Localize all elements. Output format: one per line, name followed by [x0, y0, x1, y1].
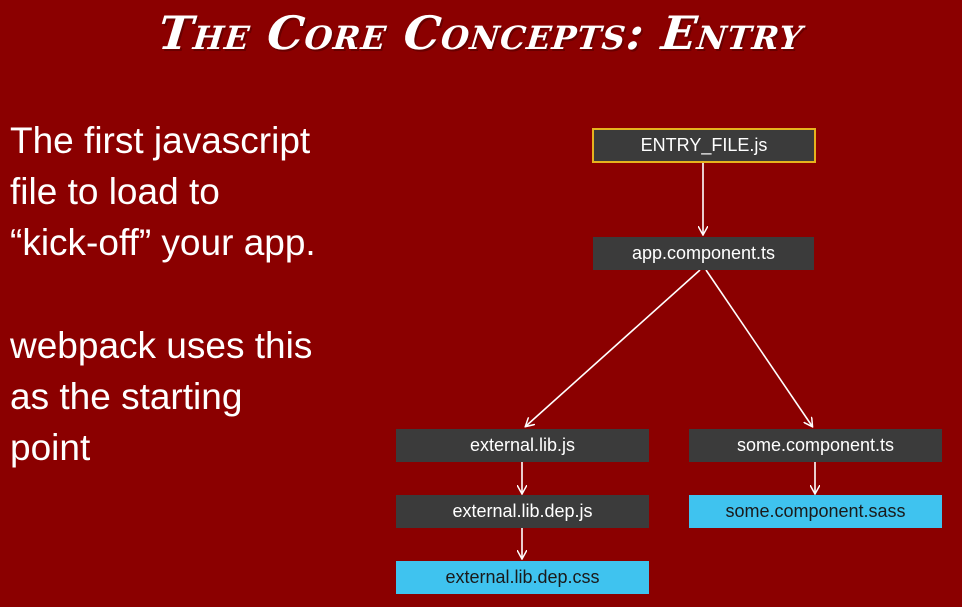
body-line: The first javascript — [10, 120, 311, 161]
node-external-lib-dep: external.lib.dep.js — [396, 495, 649, 528]
node-external-lib-dep-css: external.lib.dep.css — [396, 561, 649, 594]
node-some-component: some.component.ts — [689, 429, 942, 462]
node-external-lib: external.lib.js — [396, 429, 649, 462]
body-paragraph-1: The first javascript file to load to “ki… — [10, 115, 390, 268]
edge-app-to-external-lib — [526, 269, 701, 426]
body-paragraph-2: webpack uses this as the starting point — [10, 320, 390, 473]
body-line: “kick-off” your app. — [10, 222, 316, 263]
node-app-component: app.component.ts — [593, 237, 814, 270]
edge-app-to-some-component — [705, 269, 812, 426]
body-line: point — [10, 427, 91, 468]
body-line: file to load to — [10, 171, 220, 212]
body-line: webpack uses this — [10, 325, 313, 366]
node-some-component-sass: some.component.sass — [689, 495, 942, 528]
node-entry-file: ENTRY_FILE.js — [592, 128, 816, 163]
body-line: as the starting — [10, 376, 243, 417]
